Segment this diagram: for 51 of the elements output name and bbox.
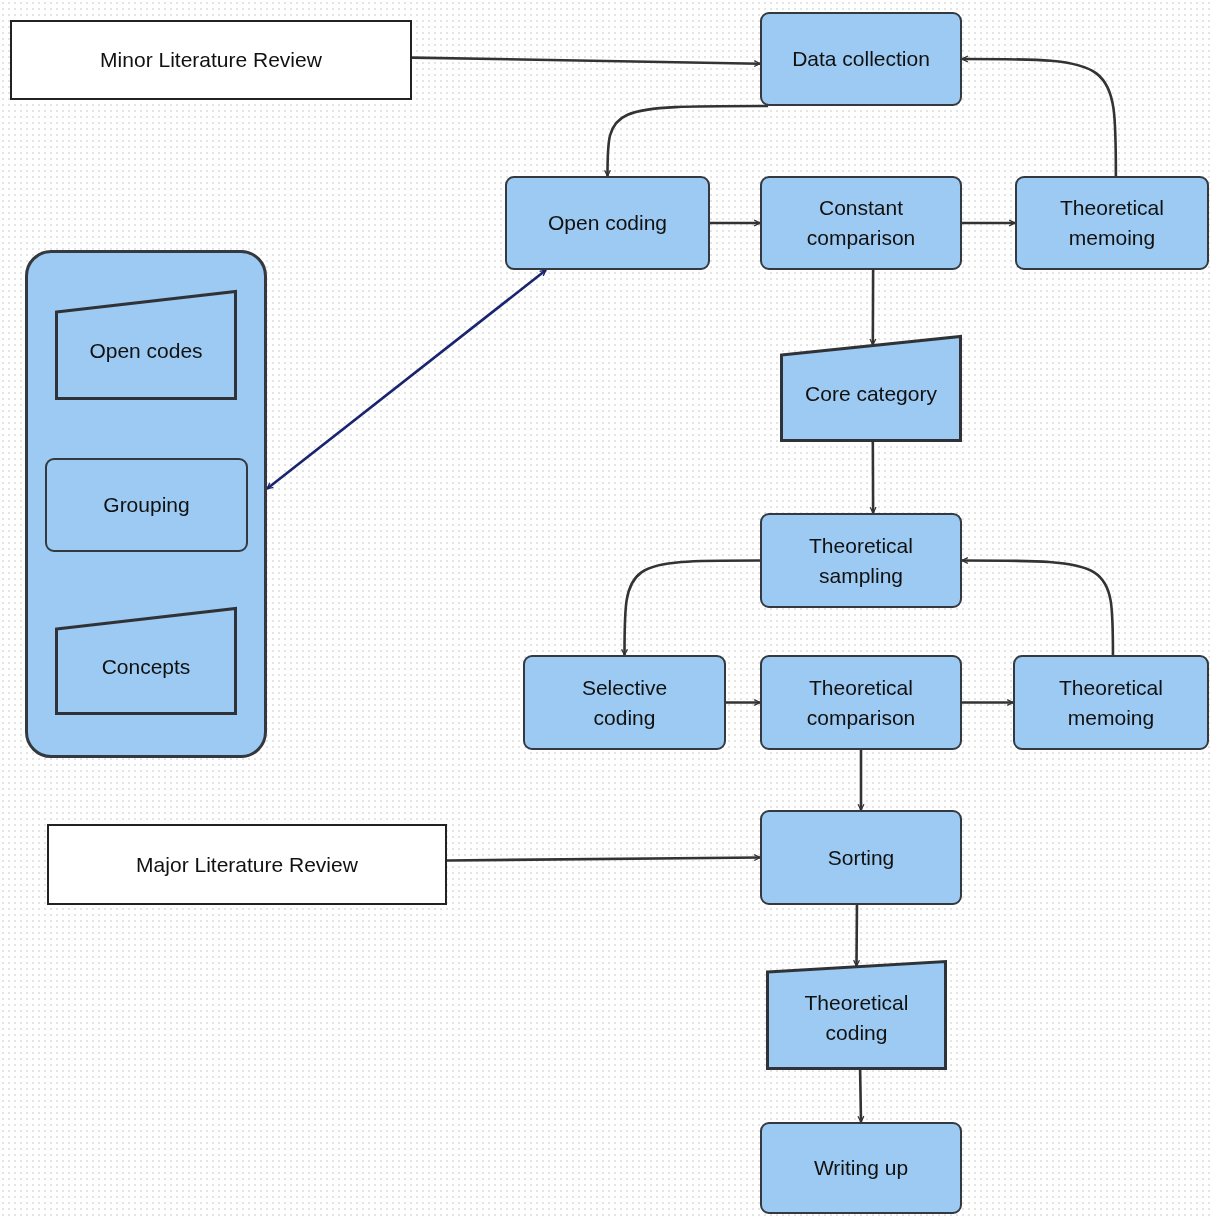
group-container bbox=[25, 250, 267, 758]
arrow bbox=[962, 219, 1016, 227]
arrow bbox=[604, 104, 769, 177]
process-box bbox=[760, 655, 962, 750]
node-label: Minor Literature Review bbox=[100, 47, 322, 73]
manual-input-shape bbox=[780, 335, 962, 442]
node-label: Theoretical sampling bbox=[808, 532, 914, 589]
node-label: Theoretical coding bbox=[803, 990, 910, 1046]
process-box bbox=[760, 810, 962, 905]
node-label: Open coding bbox=[547, 210, 668, 236]
node-label: Theoretical comparison bbox=[805, 674, 917, 731]
manual-input-shape bbox=[766, 960, 947, 1070]
arrow bbox=[961, 55, 1118, 176]
manual-input-shape bbox=[55, 290, 237, 400]
node-label: Data collection bbox=[792, 46, 930, 72]
process-box bbox=[760, 176, 962, 270]
node-label: Major Literature Review bbox=[136, 851, 358, 878]
arrow bbox=[266, 268, 547, 490]
process-box bbox=[523, 655, 726, 750]
process-box bbox=[760, 12, 962, 106]
arrow bbox=[853, 905, 861, 967]
node-label: Sorting bbox=[827, 844, 895, 871]
arrow bbox=[710, 219, 761, 227]
node-label: Theoretical memoing bbox=[1059, 195, 1165, 251]
arrow bbox=[961, 556, 1115, 655]
process-box bbox=[45, 458, 248, 552]
manual-input-shape bbox=[55, 607, 237, 715]
node-label: Writing up bbox=[813, 1155, 909, 1181]
process-box bbox=[1015, 176, 1209, 270]
arrow bbox=[869, 270, 877, 346]
node-label: Core category bbox=[805, 380, 937, 407]
node-label: Theoretical memoing bbox=[1058, 674, 1164, 731]
arrow bbox=[857, 1069, 865, 1123]
arrow bbox=[620, 559, 760, 656]
arrow bbox=[962, 698, 1014, 707]
arrow bbox=[411, 56, 761, 68]
node-label: Concepts bbox=[101, 653, 191, 680]
process-box bbox=[760, 1122, 962, 1214]
arrow bbox=[726, 698, 761, 707]
process-box bbox=[760, 513, 962, 608]
process-box bbox=[505, 176, 710, 270]
text-box bbox=[10, 20, 412, 100]
process-box bbox=[1013, 655, 1209, 750]
arrow bbox=[857, 750, 865, 811]
arrow bbox=[447, 854, 761, 862]
arrow bbox=[869, 442, 877, 514]
text-box bbox=[47, 824, 447, 905]
node-label: Grouping bbox=[103, 492, 190, 518]
node-label: Open codes bbox=[89, 337, 203, 364]
node-label: Selective coding bbox=[580, 674, 669, 731]
node-label: Constant comparison bbox=[805, 195, 917, 251]
